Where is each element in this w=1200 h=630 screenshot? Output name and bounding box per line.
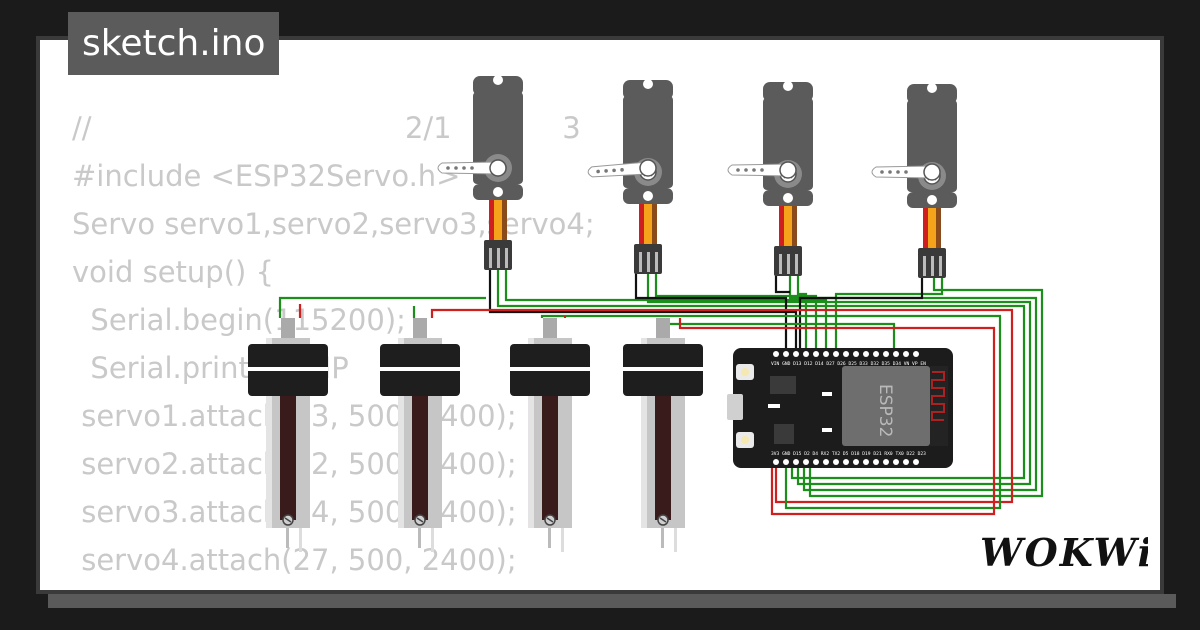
wire-pot4-power[interactable] bbox=[678, 318, 996, 516]
wokwi-logo: WOKWi bbox=[980, 530, 1148, 575]
slide-potentiometer-2[interactable] bbox=[379, 317, 461, 553]
wire-pot2-power[interactable] bbox=[430, 308, 1014, 504]
usb-port[interactable] bbox=[727, 394, 743, 420]
slide-potentiometer-4[interactable] bbox=[622, 317, 704, 553]
wire-servo4-power[interactable] bbox=[808, 270, 1044, 498]
slide-potentiometer-1[interactable] bbox=[247, 317, 329, 553]
header-pins-bottom bbox=[773, 459, 919, 465]
code-line: Servo servo1,servo2,servo3,servo4; bbox=[72, 207, 595, 241]
top-pin-labels: VIN GND D13 D12 D14 D27 D26 D25 D33 D32 … bbox=[771, 361, 926, 367]
bottom-pin-labels: 3V3 GND D15 D2 D4 RX2 TX2 D5 D18 D19 D21… bbox=[771, 451, 926, 457]
wire-servo2-power[interactable] bbox=[646, 266, 1032, 486]
esp32-chip-label: ESP32 bbox=[875, 384, 895, 437]
code-line: Serial.begin(115200); bbox=[72, 303, 406, 337]
servo-1[interactable] bbox=[437, 74, 524, 271]
header-pins-top bbox=[773, 351, 919, 357]
esp32-module bbox=[842, 366, 930, 446]
servo-4[interactable] bbox=[871, 82, 958, 279]
code-line: #include <ESP32Servo.h> bbox=[72, 159, 461, 193]
wire-servo1-power[interactable] bbox=[496, 262, 1026, 480]
code-line: servo4.attach(27, 500, 2400); bbox=[72, 543, 517, 577]
slide-potentiometer-3[interactable] bbox=[509, 317, 591, 553]
file-tab-label: sketch.ino bbox=[82, 23, 266, 64]
canvas-shadow bbox=[48, 594, 1176, 608]
file-tab[interactable]: sketch.ino bbox=[68, 12, 280, 75]
servo-2[interactable] bbox=[587, 78, 674, 275]
wire-servo1-ground[interactable] bbox=[488, 262, 798, 352]
code-line: // 2/1 3 bbox=[72, 111, 581, 145]
wire-pot3-signal[interactable] bbox=[540, 314, 1002, 510]
wire-pot1-signal[interactable] bbox=[278, 296, 486, 318]
servo-3[interactable] bbox=[727, 80, 814, 277]
svg-text:WOKWi: WOKWi bbox=[980, 530, 1148, 575]
code-line: void setup() { bbox=[72, 255, 274, 289]
esp32-board[interactable]: VIN GND D13 D12 D14 D27 D26 D25 D33 D32 … bbox=[727, 348, 953, 468]
wire-servo1-signal[interactable] bbox=[504, 262, 828, 352]
